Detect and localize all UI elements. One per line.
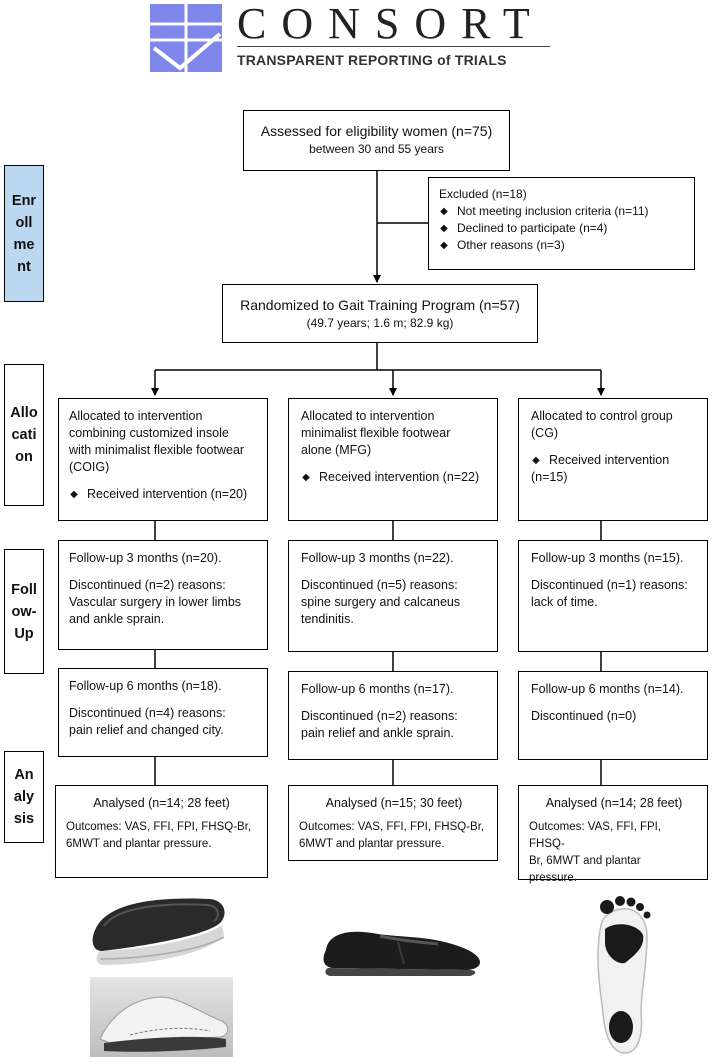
plantar-foot-image	[597, 896, 651, 1054]
eligibility-line-2: between 30 and 55 years	[309, 142, 444, 156]
consort-subtitle: TRANSPARENT REPORTING of TRIALS	[237, 52, 507, 68]
foot-with-insole-image	[90, 977, 233, 1057]
diamond-bullet-icon: ◆	[440, 223, 448, 234]
followup-title: Follow-up 6 months (n=18).	[69, 679, 222, 693]
analysis-box-coig: Analysed (n=14; 28 feet) Outcomes: VAS, …	[55, 785, 268, 878]
analysed-label: Analysed (n=14; 28 feet)	[545, 796, 683, 810]
diamond-bullet-icon: ◆	[70, 489, 78, 500]
consort-logo-mark	[150, 4, 222, 72]
followup-3m-box-mfg: Follow-up 3 months (n=22). Discontinued …	[288, 540, 498, 652]
randomized-box: Randomized to Gait Training Program (n=5…	[222, 284, 538, 343]
eligibility-box: Assessed for eligibility women (n=75) be…	[243, 110, 510, 171]
received-intervention: ◆ Received intervention	[532, 453, 670, 467]
followup-title: Follow-up 6 months (n=17).	[301, 682, 454, 696]
consort-title: CONSORT	[237, 0, 545, 48]
followup-title: Follow-up 3 months (n=15).	[531, 551, 684, 565]
followup-title: Follow-up 3 months (n=20).	[69, 551, 222, 565]
side-label-followup: Foll ow- Up	[4, 549, 44, 674]
followup-6m-box-mfg: Follow-up 6 months (n=17). Discontinued …	[288, 671, 498, 760]
excluded-item: ◆ Declined to participate (n=4)	[440, 221, 608, 235]
side-label-analysis: An aly sis	[4, 751, 44, 843]
analysis-box-cg: Analysed (n=14; 28 feet) Outcomes: VAS, …	[518, 785, 708, 884]
followup-3m-box-cg: Follow-up 3 months (n=15). Discontinued …	[518, 540, 708, 652]
excluded-box: Excluded (n=18) ◆ Not meeting inclusion …	[428, 177, 695, 270]
followup-title: Follow-up 3 months (n=22).	[301, 551, 454, 565]
excluded-item: ◆ Not meeting inclusion criteria (n=11)	[440, 204, 649, 218]
customized-insole-image	[92, 898, 225, 965]
excluded-title: Excluded (n=18)	[439, 187, 527, 201]
analysed-label: Analysed (n=15; 30 feet)	[325, 796, 463, 810]
allocation-box-mfg: Allocated to intervention minimalist fle…	[288, 398, 498, 521]
side-label-enrollment: Enr oll me nt	[4, 165, 44, 302]
diamond-bullet-icon: ◆	[440, 206, 448, 217]
randomized-line-2: (49.7 years; 1.6 m; 82.9 kg)	[306, 316, 454, 330]
allocation-box-cg: Allocated to control group (CG) ◆ Receiv…	[518, 398, 708, 521]
excluded-item: ◆ Other reasons (n=3)	[440, 238, 565, 252]
received-intervention: ◆ Received intervention (n=20)	[70, 487, 248, 501]
received-intervention: ◆ Received intervention (n=22)	[302, 470, 480, 484]
eligibility-line-1: Assessed for eligibility women (n=75)	[260, 123, 493, 139]
allocation-box-coig: Allocated to intervention combining cust…	[58, 398, 268, 521]
diamond-bullet-icon: ◆	[440, 240, 448, 251]
diamond-bullet-icon: ◆	[532, 455, 540, 466]
followup-6m-box-coig: Follow-up 6 months (n=18). Discontinued …	[58, 668, 268, 757]
randomized-line-1: Randomized to Gait Training Program (n=5…	[240, 297, 520, 313]
side-label-allocation: Allo cati on	[4, 364, 44, 506]
followup-title: Follow-up 6 months (n=14).	[531, 682, 684, 696]
followup-6m-box-cg: Follow-up 6 months (n=14). Discontinued …	[518, 671, 708, 760]
diamond-bullet-icon: ◆	[302, 472, 310, 483]
minimalist-shoe-image	[323, 931, 480, 976]
followup-3m-box-coig: Follow-up 3 months (n=20). Discontinued …	[58, 540, 268, 650]
analysis-box-mfg: Analysed (n=15; 30 feet) Outcomes: VAS, …	[288, 785, 498, 861]
analysed-label: Analysed (n=14; 28 feet)	[93, 796, 230, 810]
logo-rule	[237, 46, 550, 47]
